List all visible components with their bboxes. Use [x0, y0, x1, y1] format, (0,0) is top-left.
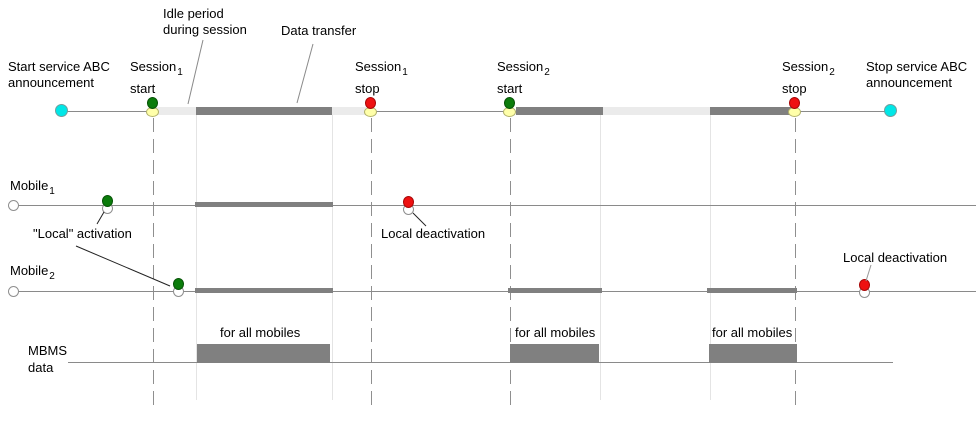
- subscript: 2: [49, 270, 55, 282]
- data-transfer-bar: [196, 107, 332, 115]
- edge-guide-line: [600, 114, 601, 400]
- mobile1-deactivation-dot: [403, 196, 414, 208]
- mobile1-origin-circle: [8, 200, 19, 211]
- edge-guide-line: [332, 114, 333, 400]
- mobile2-timeline: [13, 291, 976, 292]
- mobile1-timeline: [13, 205, 976, 206]
- data-transfer-label: Data transfer: [281, 23, 357, 38]
- mbms-data-timeline: [68, 362, 893, 363]
- session1-start-dot: [147, 97, 158, 109]
- subscript: 2: [829, 66, 835, 78]
- idle-period-leader-line: [187, 39, 204, 105]
- subscript: 1: [49, 185, 55, 197]
- subscript: 1: [402, 66, 408, 78]
- idle-period-bar: [603, 107, 710, 115]
- idle-period-bar: [332, 107, 366, 115]
- session1-stop-dashed-line: [371, 118, 372, 412]
- mobile2-reception-bar: [508, 288, 602, 293]
- data-transfer-bar: [516, 107, 603, 115]
- edge-guide-line: [710, 114, 711, 400]
- session2-start-dashed-line: [510, 118, 511, 412]
- session2-stop-dot: [789, 97, 800, 109]
- session2-start-dot: [504, 97, 515, 109]
- local-deactivation-mobile2-label: Local deactivation: [843, 250, 948, 265]
- stop-announcement-label: Stop service ABC announcement: [866, 59, 968, 90]
- mobile2-reception-bar: [195, 288, 333, 293]
- session1-stop-dot: [365, 97, 376, 109]
- idle-period-bar: [156, 107, 196, 115]
- stop-announcement-dot: [884, 104, 897, 117]
- for-all-mobiles-label: for all mobiles: [220, 325, 301, 340]
- local-activation-label: "Local" activation: [33, 226, 132, 241]
- subscript: 2: [544, 66, 550, 78]
- edge-guide-line: [196, 114, 197, 400]
- mbms-data-block: [510, 344, 599, 363]
- service-timeline: [62, 111, 891, 112]
- session1-start-dashed-line: [153, 118, 154, 412]
- mobile2-deactivation-dot: [859, 279, 870, 291]
- local-deactivation-mobile2-leader-line: [865, 264, 872, 282]
- mobile2-activation-dot: [173, 278, 184, 290]
- idle-period-label: Idle period during session: [163, 6, 247, 37]
- local-deactivation-mobile1-label: Local deactivation: [381, 226, 486, 241]
- mobile2-origin-circle: [8, 286, 19, 297]
- mbms-data-block: [709, 344, 797, 363]
- mobile1-row-label: Mobile1: [10, 178, 55, 197]
- data-transfer-bar: [710, 107, 792, 115]
- mbms-data-block: [197, 344, 330, 363]
- mobile2-reception-bar: [707, 288, 797, 293]
- for-all-mobiles-label: for all mobiles: [712, 325, 793, 340]
- local-activation-mobile1-leader-line: [96, 211, 105, 225]
- session2-stop-dashed-line: [795, 118, 796, 412]
- mobile1-reception-bar: [195, 202, 333, 207]
- local-activation-mobile2-leader-line: [75, 245, 171, 287]
- local-deactivation-mobile1-leader-line: [412, 212, 427, 227]
- data-transfer-leader-line: [296, 43, 314, 104]
- start-announcement-dot: [55, 104, 68, 117]
- mbms-data-row-label: MBMS data: [28, 343, 67, 375]
- mobile2-row-label: Mobile2: [10, 263, 55, 282]
- for-all-mobiles-label: for all mobiles: [515, 325, 596, 340]
- mobile1-activation-dot: [102, 195, 113, 207]
- subscript: 1: [177, 66, 183, 78]
- start-announcement-label: Start service ABC announcement: [8, 59, 110, 90]
